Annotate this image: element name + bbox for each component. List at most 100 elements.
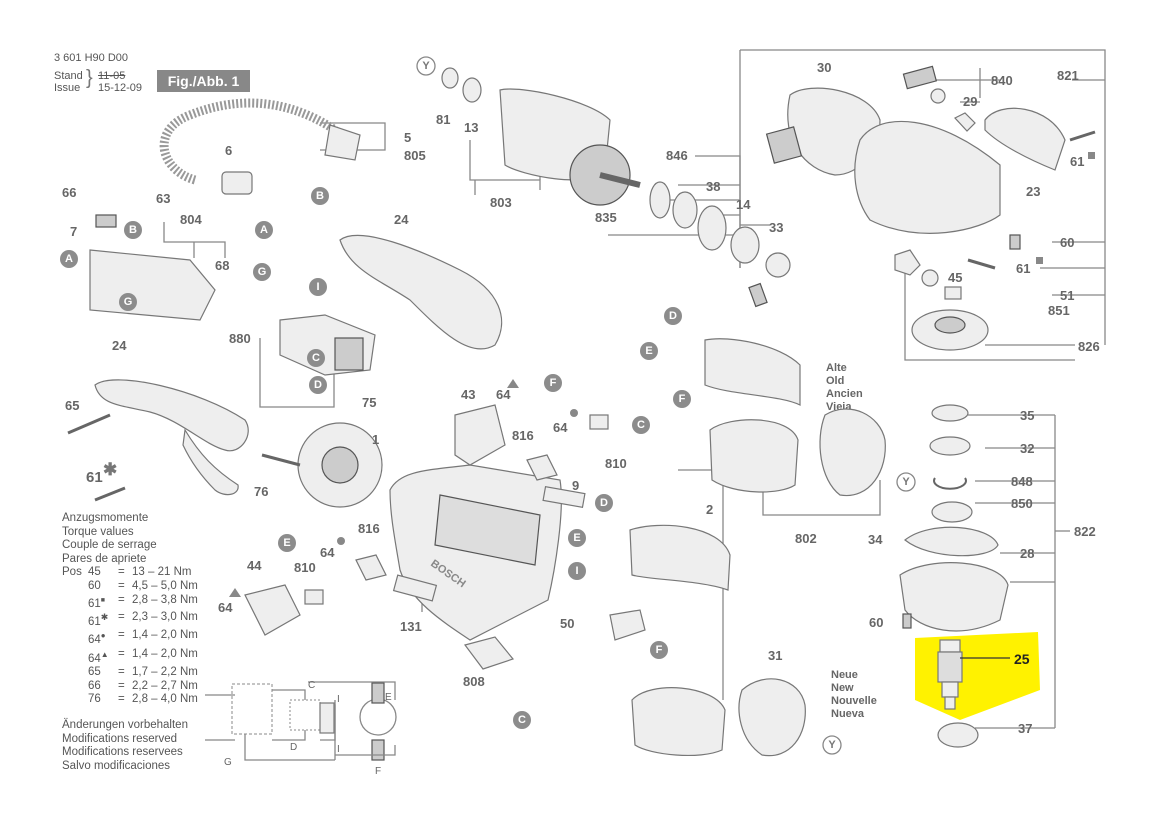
torque-eq: = [118, 647, 125, 660]
part-35: 35 [1020, 408, 1034, 423]
triangle-mark-icon: ▲ [100, 649, 109, 659]
nut-37 [937, 722, 979, 748]
power-cord [159, 98, 338, 185]
stand-label: Stand [54, 70, 83, 82]
torque-value: 13 – 21 Nm [132, 566, 192, 579]
old-coils-label: Alte Old Ancien Vieja [826, 362, 863, 414]
switch-button [95, 214, 117, 228]
part-835: 835 [595, 210, 617, 225]
torque-title-fr: Couple de serrage [62, 539, 157, 552]
part-25: 25 [1014, 651, 1030, 667]
cover-44 [244, 584, 301, 636]
part-802: 802 [795, 531, 817, 546]
torque-pos: 60 [88, 579, 101, 592]
part-805: 805 [404, 148, 426, 163]
connector-a-cord: A [255, 221, 273, 239]
torque-pos: 61 [88, 615, 101, 628]
part-81: 81 [436, 112, 450, 127]
part-803: 803 [490, 195, 512, 210]
stand-date: 11-05 [98, 70, 126, 82]
flange-28 [904, 526, 999, 557]
connector-d-coil-new: D [595, 494, 613, 512]
screw-60b [902, 613, 912, 629]
star-mark-icon: ✱ [100, 611, 109, 622]
bearing-81 [441, 67, 459, 89]
bearing-850 [931, 501, 973, 523]
part-75: 75 [362, 395, 376, 410]
part-821: 821 [1057, 68, 1079, 83]
torque-value: 1,4 – 2,0 Nm [132, 629, 198, 642]
cover-43 [454, 404, 506, 466]
part-61-top: 61 [1070, 154, 1084, 169]
torque-pos: 45 [88, 566, 101, 579]
issue-date: 15-12-09 [98, 82, 143, 94]
torque-eq: = [118, 693, 125, 706]
part-31: 31 [768, 648, 782, 663]
bearing-13 [462, 77, 482, 103]
connector-c-coil-new: C [513, 711, 531, 729]
torque-row: 76=2,8 – 4,0 Nm [62, 693, 198, 707]
torque-row: 61✱=2,3 – 3,0 Nm [62, 611, 198, 629]
part-64-b: 64 [553, 420, 568, 435]
square-mark-icon: ■ [100, 596, 106, 604]
connector-label: F [656, 644, 663, 656]
part-6: 6 [225, 143, 232, 158]
connector-i-clip: I [568, 562, 586, 580]
part-804: 804 [180, 212, 202, 227]
ring-38 [672, 191, 698, 229]
connector-label: A [260, 224, 268, 236]
part-numbers: 1 2 5 6 7 9 13 14 23 24 24 25 28 29 30 3… [62, 60, 1100, 736]
part-51: 51 [1060, 288, 1074, 303]
star-mark-icon: ✱ [103, 460, 117, 479]
part-850: 850 [1011, 496, 1033, 511]
connector-label: E [283, 537, 290, 549]
part-13: 13 [464, 120, 478, 135]
part-65: 65 [65, 398, 79, 413]
part-60-top: 60 [1060, 235, 1074, 250]
part-131: 131 [400, 619, 422, 634]
torque-pos: 76 [88, 693, 101, 706]
torque-row: 64●=1,4 – 2,0 Nm [62, 629, 198, 647]
bearing-flange [899, 562, 1009, 632]
connector-d-brush: D [309, 376, 327, 394]
lock-button [765, 126, 803, 164]
part-34: 34 [868, 532, 883, 547]
connector-label: G [124, 296, 133, 308]
connector-g-brush: G [253, 263, 271, 281]
part-60-bottom: 60 [869, 615, 883, 630]
connector-label: E [645, 345, 652, 357]
part-822: 822 [1074, 524, 1096, 539]
part-64-d: 64 [218, 600, 233, 615]
figure-label: Fig./Abb. 1 [157, 70, 250, 92]
clip-50 [609, 609, 646, 641]
lock-pin [930, 88, 946, 104]
torque-pos: 64 [88, 634, 101, 647]
connector-i-brush: I [309, 278, 327, 296]
handle-cover [339, 234, 503, 350]
wiring-label-f: F [375, 766, 381, 777]
torque-eq: = [118, 679, 125, 692]
old-en: Old [826, 375, 845, 387]
connector-label: D [669, 310, 677, 322]
wiring-label-c: C [308, 680, 315, 691]
torque-pos: 61 [88, 597, 101, 610]
connector-b-switch: B [124, 221, 142, 239]
doc-number: 3 601 H90 D00 [54, 52, 128, 64]
note-en: Modifications reserved [62, 732, 178, 745]
plug [324, 124, 361, 161]
part-63: 63 [156, 191, 170, 206]
part-2: 2 [706, 502, 713, 517]
torque-eq: = [118, 579, 125, 592]
torque-row: 64▲=1,4 – 2,0 Nm [62, 648, 198, 666]
connector-y-top: Y [416, 56, 436, 76]
connector-label: Y [902, 476, 910, 488]
connector-c-coil-old: C [632, 416, 650, 434]
modification-notes: Änderungen vorbehalten Modifications res… [62, 719, 188, 773]
torque-title-en: Torque values [62, 525, 134, 538]
wiring-label-i: I [337, 694, 340, 705]
sleeve-51 [944, 286, 962, 300]
part-9: 9 [572, 478, 579, 493]
note-de: Änderungen vorbehalten [62, 719, 188, 731]
